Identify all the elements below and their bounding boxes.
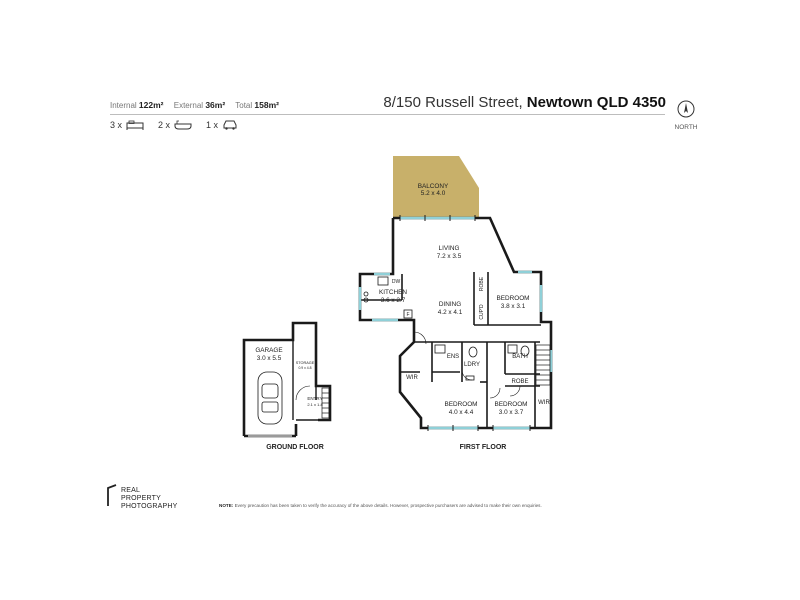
street-address: 8/150 Russell Street, — [383, 94, 523, 111]
balcony-name: BALCONY — [418, 183, 449, 190]
bedroom-3-name: BEDROOM — [494, 401, 527, 408]
dining-name: DINING — [439, 301, 461, 308]
internal-label: Internal — [110, 101, 137, 110]
total-label: Total — [235, 101, 253, 110]
logo-line-3: PHOTOGRAPHY — [121, 503, 178, 510]
dining-size: 4.2 x 4.1 — [438, 309, 463, 316]
cupboard-label: CUP'D — [479, 304, 485, 320]
bath-icon — [174, 119, 192, 130]
bath-label: BATH — [512, 354, 528, 360]
robe-label-1: ROBE — [479, 276, 485, 291]
feature-counts: 3 x 2 x 1 x — [110, 119, 238, 130]
first-floor-label: FIRST FLOOR — [459, 444, 507, 451]
entry-stairs — [321, 387, 330, 419]
car-icon — [222, 119, 238, 130]
compass-icon — [677, 100, 695, 118]
ensuite-label: ENS — [447, 354, 459, 360]
entry-name: ENTRY — [307, 396, 322, 401]
property-address: 8/150 Russell Street, Newtown QLD 4350 — [383, 94, 666, 111]
stairs — [535, 344, 551, 386]
external-value: 36m² — [205, 100, 226, 110]
entry-door-swing — [295, 385, 311, 401]
ground-floor-walls — [242, 321, 332, 438]
note-label: NOTE: — [219, 503, 234, 508]
total-value: 158m² — [254, 100, 279, 110]
storage-name: STORAGE — [296, 361, 315, 365]
ground-floor-label: GROUND FLOOR — [266, 444, 324, 451]
car-outline — [257, 371, 283, 425]
suburb-state: Newtown QLD 4350 — [526, 94, 666, 111]
living-name: LIVING — [439, 245, 460, 252]
bed-count: 3 x — [110, 119, 123, 130]
internal-value: 122m² — [138, 100, 164, 110]
note-text: Every precaution has been taken to verif… — [234, 503, 542, 508]
disclaimer-note: NOTE: Every precaution has been taken to… — [219, 503, 542, 508]
living-size: 7.2 x 3.5 — [437, 253, 462, 260]
bedroom-1-size: 3.8 x 3.1 — [501, 303, 526, 310]
bedroom-2-name: BEDROOM — [444, 401, 477, 408]
balcony-area — [393, 156, 479, 218]
kitchen-size: 3.6 x 2.7 — [381, 297, 406, 304]
north-label: NORTH — [674, 124, 698, 131]
laundry-label: LDRY — [464, 362, 480, 368]
logo-icon — [107, 484, 117, 506]
dishwasher-label: DW — [392, 279, 401, 285]
fridge-label: F — [406, 312, 409, 318]
window-ticks — [399, 215, 531, 431]
wir-label-2: WIR — [538, 400, 550, 406]
storage-size: 0.9 x 4.8 — [298, 366, 311, 370]
garage-name: GARAGE — [255, 347, 282, 354]
entry-size: 2.1 x 1.8 — [307, 402, 323, 407]
robe-label-2: ROBE — [511, 379, 528, 385]
area-summary: Internal 122m² External 36m² Total 158m² — [110, 100, 279, 110]
external-label: External — [173, 101, 204, 110]
kitchen-fixtures — [363, 276, 413, 319]
garage-size: 3.0 x 5.5 — [257, 355, 282, 362]
logo-line-1: REAL — [121, 487, 141, 494]
ground-floor-interior-walls — [292, 340, 318, 421]
bedroom-2-size: 4.0 x 4.4 — [449, 409, 474, 416]
bedroom-1-name: BEDROOM — [496, 295, 529, 302]
car-count: 1 x — [206, 119, 219, 130]
bath-count: 2 x — [158, 119, 171, 130]
north-indicator: NORTH — [666, 100, 706, 131]
header-divider — [110, 114, 665, 115]
bedroom-3-size: 3.0 x 3.7 — [499, 409, 524, 416]
door-swings — [413, 331, 521, 399]
company-logo: REAL PROPERTY PHOTOGRAPHY — [121, 487, 178, 511]
bed-icon — [126, 119, 144, 130]
first-floor-windows — [358, 216, 553, 430]
balcony-size: 5.2 x 4.0 — [421, 190, 446, 197]
kitchen-name: KITCHEN — [379, 289, 407, 296]
wir-label-1: WIR — [406, 375, 418, 381]
first-floor-interior-walls — [360, 272, 541, 428]
logo-line-2: PROPERTY — [121, 495, 161, 502]
